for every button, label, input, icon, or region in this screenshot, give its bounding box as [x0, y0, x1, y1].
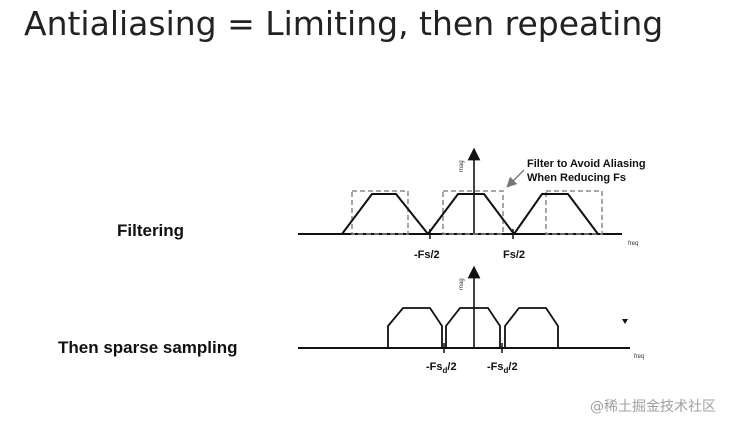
tick-pos-tail: /2	[508, 361, 517, 373]
filtering-label: Filtering	[117, 221, 185, 240]
tick-label-neg: -Fs/2	[414, 249, 440, 261]
sparse-spectrum-right	[504, 307, 559, 348]
filter-box-right	[545, 190, 603, 235]
filter-box-center	[442, 190, 504, 235]
filter-box-left	[351, 190, 409, 235]
annotation-line-2: When Reducing Fs	[527, 172, 626, 184]
sparse-spectrum-center	[445, 307, 501, 348]
top-y-axis-label: mag	[459, 160, 465, 172]
tick-label-neg-fsd: -Fsd/2	[426, 361, 457, 375]
annotation-line-1: Filter to Avoid Aliasing	[527, 158, 646, 170]
tick-label-pos: Fs/2	[503, 249, 525, 261]
annotation-arrow	[506, 169, 525, 188]
tick-label-pos-fsd: -Fsd/2	[487, 361, 518, 375]
filtering-diagram: mag freq -Fs/2 Fs/2 Filter to Avoid Alia…	[298, 147, 646, 261]
sparse-spectrum-left	[387, 307, 443, 348]
cursor-marker	[622, 319, 628, 324]
tick-neg-main: -Fs	[426, 361, 443, 373]
watermark: @稀土掘金技术社区	[590, 399, 716, 415]
tick-neg-sub: d	[443, 366, 448, 375]
bottom-x-axis-label: freq	[634, 354, 644, 360]
spectrum-left	[341, 193, 429, 235]
spectrum-right	[513, 193, 599, 235]
bottom-y-axis-label: mag	[459, 278, 465, 290]
tick-pos-main: -Fs	[487, 361, 504, 373]
top-x-axis-label: freq	[628, 241, 638, 247]
slide-title: Antialiasing = Limiting, then repeating	[24, 4, 664, 43]
sparse-sampling-label: Then sparse sampling	[58, 338, 238, 357]
spectrum-center	[427, 193, 515, 235]
tick-pos-sub: d	[504, 366, 509, 375]
tick-neg-tail: /2	[447, 361, 456, 373]
sparse-sampling-diagram: mag freq -Fsd/2 -Fsd/2	[298, 265, 644, 375]
